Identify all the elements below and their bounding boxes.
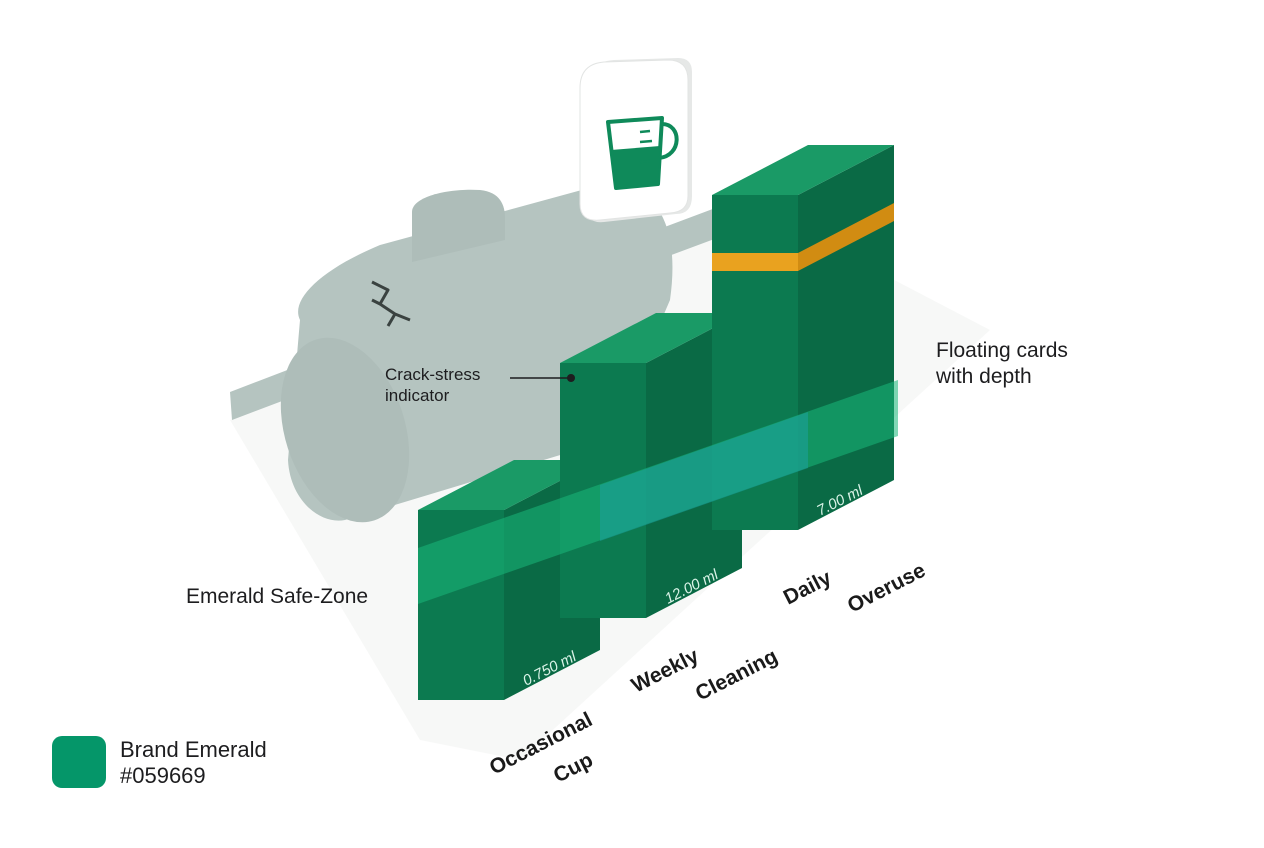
legend-hex: #059669 — [120, 763, 206, 788]
bar-top-face — [418, 460, 600, 510]
category-label: Daily — [780, 566, 835, 609]
category-label: Cleaning — [692, 645, 781, 706]
legend: Brand Emerald #059669 — [52, 736, 267, 788]
bar-top-face — [560, 313, 742, 363]
measuring-cup-icon — [606, 116, 679, 190]
category-label: Overuse — [844, 559, 929, 618]
crack-annotation-line-1: Crack-stress — [385, 365, 480, 384]
measuring-cup-card — [579, 58, 692, 223]
crack-annotation-line-2: indicator — [385, 386, 450, 405]
cards-annotation-line-1: Floating cards — [936, 339, 1068, 362]
bar-side-face — [798, 145, 894, 530]
legend-swatch — [52, 736, 106, 788]
warning-band-side — [798, 203, 894, 271]
legend-name: Brand Emerald — [120, 737, 267, 762]
crack-stress-annotation: Crack-stress indicator — [385, 365, 575, 405]
crack-annotation-dot — [567, 374, 575, 382]
tank-hatch — [412, 189, 505, 262]
tank-end — [280, 337, 410, 523]
category-label: Cup — [550, 748, 597, 787]
safe-zone-band-tint — [600, 412, 808, 541]
crack-icon — [371, 280, 411, 327]
bar-top-face — [712, 145, 894, 195]
warning-band-front — [712, 253, 798, 271]
cards-annotation-line-2: with depth — [935, 365, 1032, 388]
cards-annotation: Floating cards with depth — [935, 339, 1068, 388]
category-label: Weekly — [628, 644, 703, 697]
safe-zone-annotation: Emerald Safe-Zone — [186, 585, 368, 608]
